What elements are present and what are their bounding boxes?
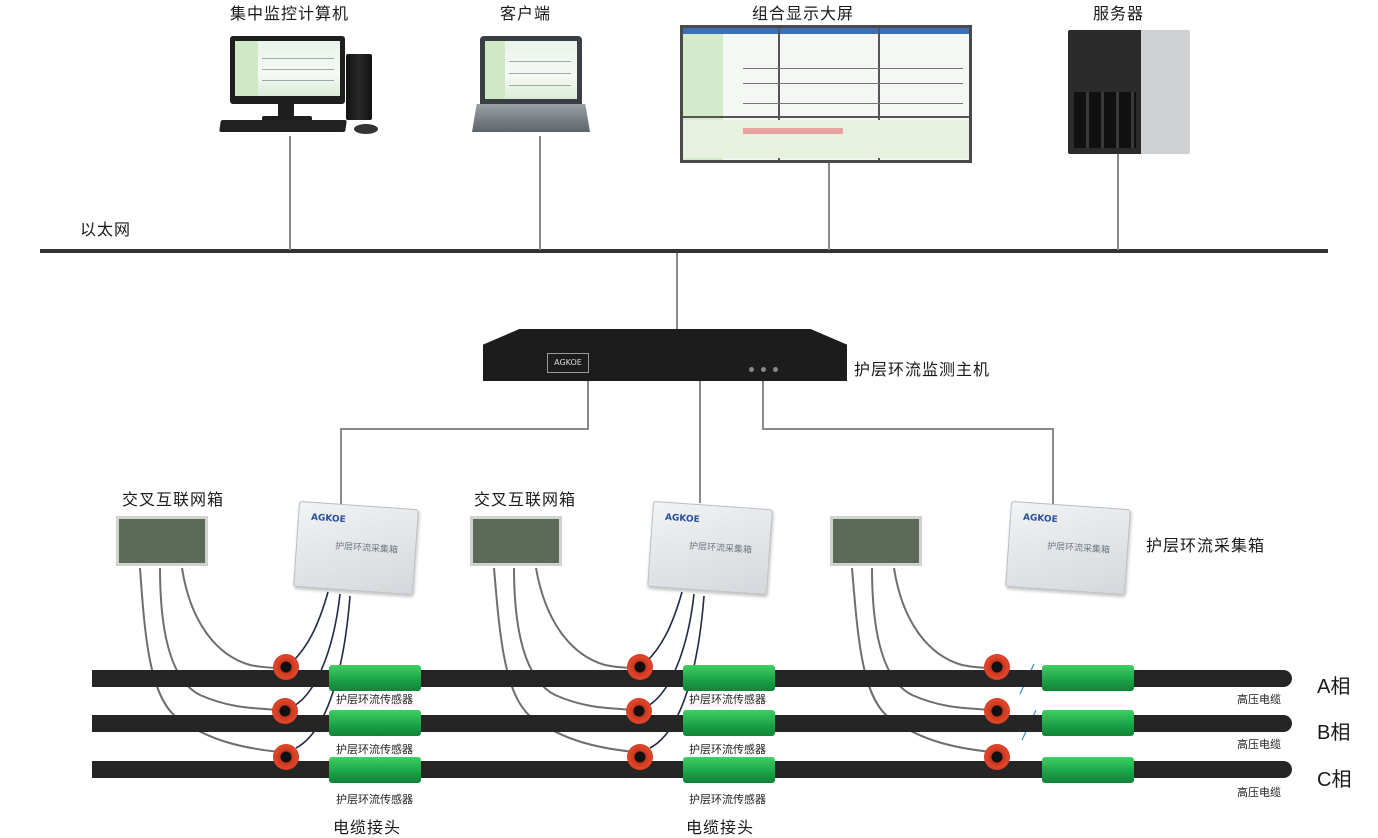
cable-joint (329, 710, 421, 736)
cross-bond-box-label-1: 交叉互联网箱 (122, 490, 225, 509)
ethernet-bus (40, 249, 1328, 253)
central-pc-label: 集中监控计算机 (230, 4, 350, 23)
host-link-3h (762, 428, 1054, 430)
collector-box-label: 护层环流采集箱 (1146, 536, 1266, 555)
server-icon (1068, 30, 1190, 154)
client-label: 客户端 (500, 4, 552, 23)
sensor-wire (291, 591, 329, 663)
sensor-label: 护层环流传感器 (336, 693, 413, 706)
phase-label-a: A相 (1317, 676, 1351, 698)
client-laptop (472, 36, 590, 136)
phase-label-c: C相 (1317, 769, 1352, 791)
current-sensor-icon (273, 744, 299, 770)
host-link-3v (1052, 428, 1054, 504)
ground-wire (513, 567, 636, 711)
sensor-label: 护层环流传感器 (336, 743, 413, 756)
current-sensor-icon (984, 698, 1010, 724)
monitoring-host: AGKOE (483, 329, 847, 381)
laptop-icon (480, 36, 582, 104)
sensor-label: 护层环流传感器 (689, 743, 766, 756)
ethernet-label: 以太网 (80, 220, 132, 239)
cable-joint (1042, 665, 1134, 691)
host-label: 护层环流监测主机 (854, 360, 991, 379)
current-sensor-icon (626, 698, 652, 724)
monitor-icon (230, 36, 345, 104)
host-link-1h (340, 428, 589, 430)
host-link-1v (340, 428, 342, 504)
ground-wire (893, 567, 995, 669)
central-pc (218, 36, 383, 136)
sensor-label: 护层环流传感器 (689, 693, 766, 706)
tower-icon (346, 54, 372, 120)
server-label: 服务器 (1093, 4, 1145, 23)
cable-joint (1042, 710, 1134, 736)
video-wall-screen (680, 25, 972, 163)
cross-bond-box-3 (830, 516, 922, 566)
link-host (676, 253, 678, 331)
host-link-1 (587, 381, 589, 429)
ground-wire (535, 567, 638, 669)
ground-wire (181, 567, 283, 669)
joint-label: 电缆接头 (333, 818, 402, 837)
sensor-label: 护层环流传感器 (336, 793, 413, 806)
cable-joint (683, 710, 775, 736)
link-video-wall (828, 163, 830, 250)
cable-joint (329, 757, 421, 783)
current-sensor-icon (627, 744, 653, 770)
phase-label-b: B相 (1317, 722, 1351, 744)
sensor-label: 护层环流传感器 (689, 793, 766, 806)
link-server (1117, 154, 1119, 250)
current-sensor-icon (984, 654, 1010, 680)
cable-label: 高压电缆 (1237, 693, 1281, 706)
sensor-wire (645, 591, 683, 663)
current-sensor-icon (272, 698, 298, 724)
ground-wire (871, 567, 993, 711)
host-brand-badge: AGKOE (547, 353, 589, 373)
current-sensor-icon (627, 654, 653, 680)
host-link-3 (762, 381, 764, 429)
host-link-2 (699, 381, 701, 503)
sensor-wire (647, 593, 695, 707)
link-client (539, 136, 541, 250)
mouse-icon (354, 124, 378, 134)
cable-joint (683, 665, 775, 691)
current-sensor-icon (273, 654, 299, 680)
link-central-pc (289, 136, 291, 250)
joint-label: 电缆接头 (686, 818, 755, 837)
sensor-wire (293, 593, 341, 707)
cable-joint (1042, 757, 1134, 783)
cross-bond-box-1 (116, 516, 208, 566)
cross-bond-box-label-2: 交叉互联网箱 (474, 490, 577, 509)
cross-bond-box-2 (470, 516, 562, 566)
cable-label: 高压电缆 (1237, 738, 1281, 751)
cable-joint (329, 665, 421, 691)
video-wall-label: 组合显示大屏 (752, 4, 855, 23)
cable-joint (683, 757, 775, 783)
current-sensor-icon (984, 744, 1010, 770)
cable-label: 高压电缆 (1237, 786, 1281, 799)
ground-wire (159, 567, 281, 711)
